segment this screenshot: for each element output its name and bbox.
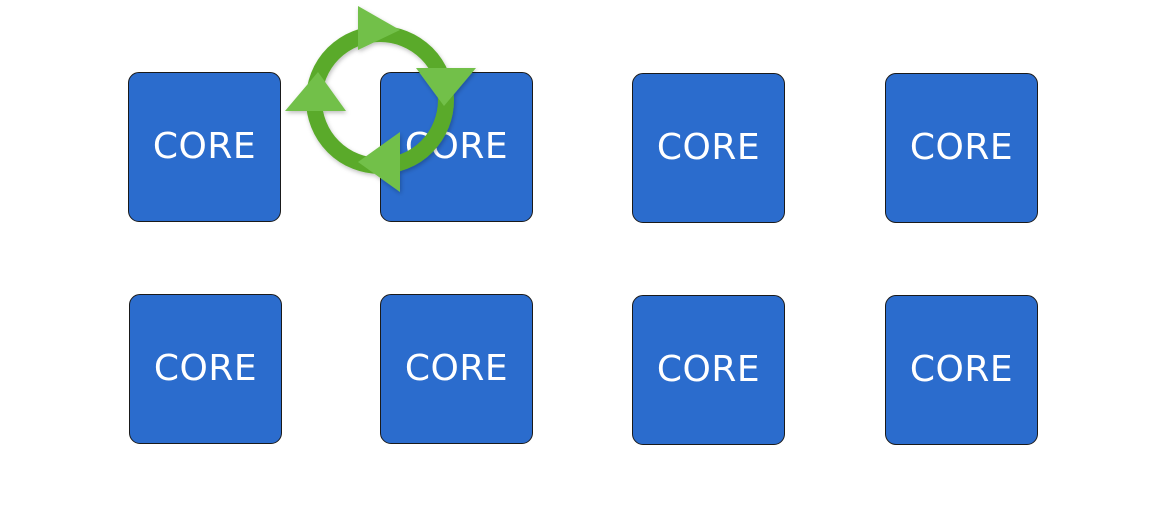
core-box: CORE — [632, 73, 785, 223]
core-label: CORE — [152, 126, 257, 167]
core-box: CORE — [128, 72, 281, 222]
core-label: CORE — [656, 349, 761, 390]
cycle-arrowhead-bottom — [358, 132, 400, 192]
core-box: CORE — [885, 73, 1038, 223]
core-label: CORE — [909, 349, 1014, 390]
core-box: CORE — [632, 295, 785, 445]
core-label: CORE — [404, 348, 509, 389]
core-label: CORE — [153, 348, 258, 389]
core-box: CORE — [129, 294, 282, 444]
core-label: CORE — [656, 127, 761, 168]
circular-arrows-icon — [285, 6, 476, 192]
cycle-arrowhead-top — [358, 6, 400, 50]
core-box: CORE — [380, 294, 533, 444]
core-box: CORE — [885, 295, 1038, 445]
core-label: CORE — [909, 127, 1014, 168]
cycle-arrowhead-left — [285, 72, 346, 111]
cycle-arrowhead-right — [416, 68, 476, 106]
